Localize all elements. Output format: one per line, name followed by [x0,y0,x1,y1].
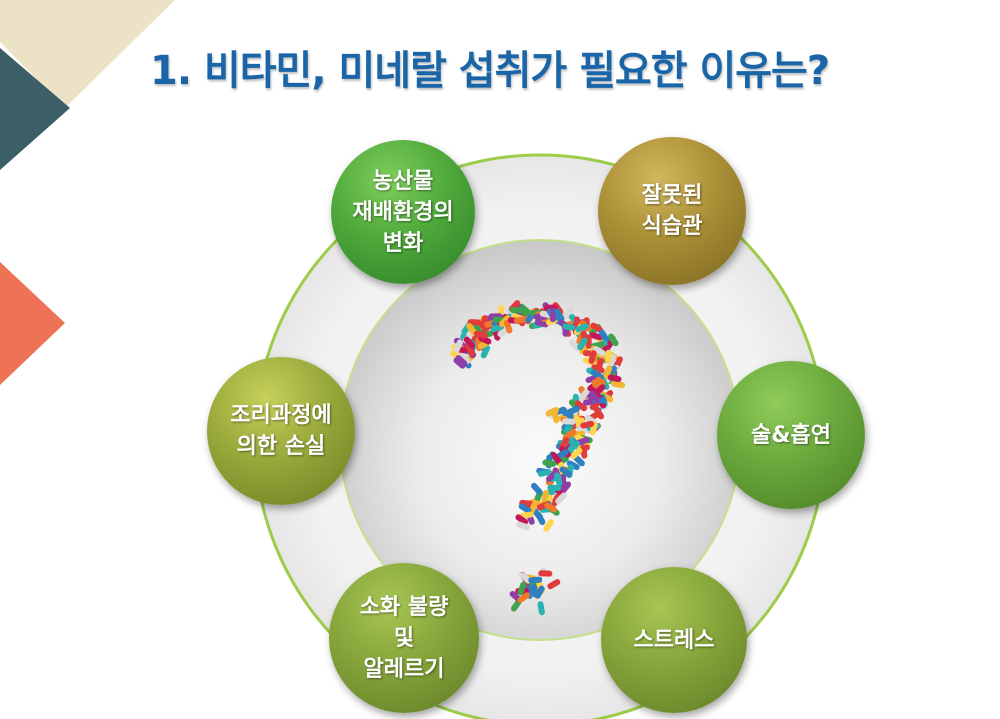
pill-capsule [570,447,583,460]
pill-capsule [531,482,543,495]
pill-capsule [518,503,532,514]
pill-capsule [503,319,513,334]
pill-capsule [550,451,562,465]
pill-capsule [542,459,557,467]
corner-decoration [0,0,175,385]
pill-capsule [465,343,475,357]
pill-capsule [562,306,574,319]
pill-capsule [591,364,605,374]
pill-capsule [575,323,589,333]
pill-capsule [453,339,463,353]
pill-capsule [598,329,610,343]
pill-capsule [516,521,530,531]
pill-capsule [518,306,532,317]
pill-capsule [588,350,597,364]
pill-capsule [578,389,589,402]
reason-bad-habits: 잘못된 식습관 [598,137,746,285]
beige-triangle [0,0,175,108]
pill-capsule [537,601,545,616]
teal-triangle [0,48,70,170]
pill-capsule [530,584,539,598]
pill-capsule [547,484,562,491]
pill-capsule [585,334,592,349]
reason-alcohol-smoking: 술&흡연 [717,361,865,509]
pill-capsule [590,386,601,400]
pill-capsule [455,355,468,367]
reason-agriculture: 농산물 재배환경의 변화 [331,140,475,284]
pill-capsule [545,407,560,417]
pill-capsule [528,576,543,584]
pill-capsule [592,376,602,390]
pill-capsule [603,365,613,379]
pill-capsule [605,349,612,364]
pill-capsule [566,460,580,471]
pill-capsule [473,330,488,339]
page-title: 1. 비타민, 미네랄 섭취가 필요한 이유는? [150,48,830,94]
pill-capsule [593,406,605,420]
pill-capsule [555,492,567,505]
pill-capsule [479,315,489,329]
pill-capsule [459,351,471,364]
pill-capsule [567,440,580,453]
orange-triangle [0,262,65,385]
pill-capsule [562,323,577,331]
pill-capsule [463,336,476,349]
pill-capsule [611,380,626,389]
pill-capsule [561,418,576,425]
pill-capsule [535,511,546,526]
pill-capsule [519,572,532,584]
pill-capsule [480,345,491,359]
pill-capsule [589,390,600,404]
pill-capsule [592,346,606,357]
pill-capsule [559,466,572,478]
pill-capsule [607,374,622,383]
pill-capsule [607,333,619,347]
pill-capsule [541,490,550,504]
pill-capsule [517,592,530,603]
pill-capsule [544,502,557,513]
reason-cooking-loss: 조리과정에 의한 손실 [207,357,355,505]
pill-capsule [515,514,529,525]
pill-capsule [563,429,577,440]
pill-capsule [547,579,561,590]
pill-capsule [590,369,604,380]
reason-stress: 스트레스 [601,567,747,713]
pill-capsule [580,420,595,429]
pill-capsule [538,570,553,577]
pill-capsule [560,481,572,494]
pill-capsule [517,581,527,596]
pill-capsule [537,469,552,477]
pill-capsule [574,400,588,412]
reason-indigestion-allergy: 소화 불량 및 알레르기 [329,563,479,713]
pill-capsule [543,519,554,532]
question-mark-pills-icon [450,300,626,616]
pill-capsule [577,337,588,351]
pill-capsule [590,322,604,333]
pill-capsule [554,472,563,487]
pill-capsule [513,316,528,324]
